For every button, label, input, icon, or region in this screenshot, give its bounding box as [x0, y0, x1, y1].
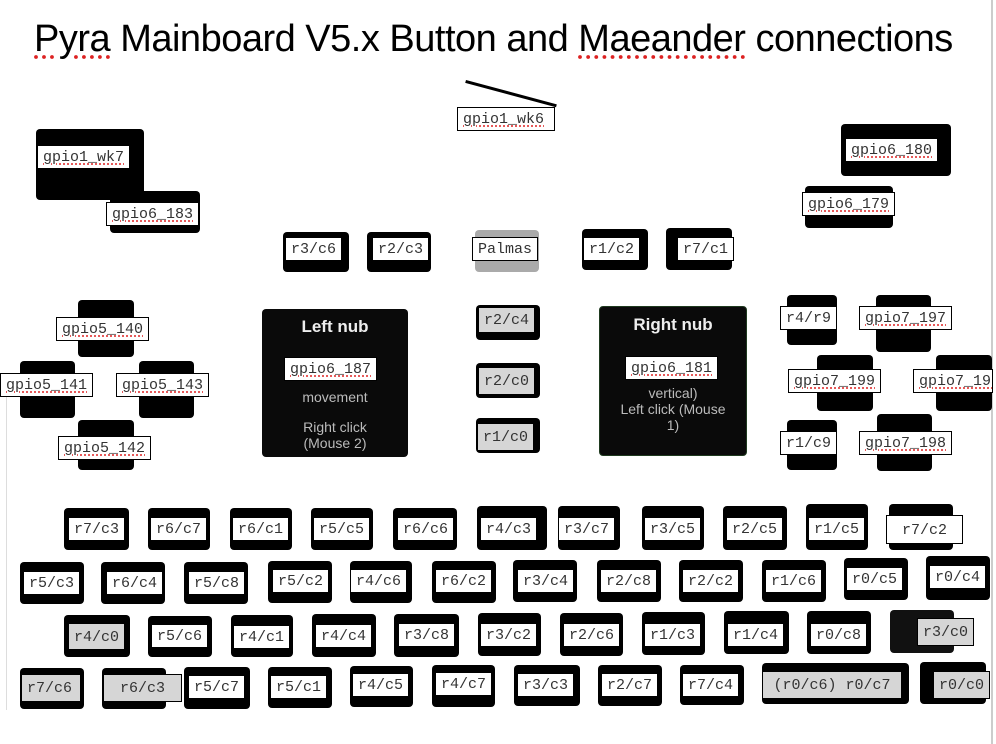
- kb-key-label: r1/c5: [808, 517, 866, 541]
- kb-key-label: r1/c3: [644, 623, 702, 647]
- dpad-left-label: gpio5_141: [0, 373, 94, 397]
- kb-key-label: r4/c6: [350, 569, 408, 593]
- left-nub-movement: movement: [302, 389, 368, 405]
- kb-key-label: r0/c5: [846, 567, 904, 591]
- kb-key-label: r5/c7: [188, 675, 246, 699]
- left-nub-mouse: (Mouse 2): [303, 435, 367, 451]
- kb-key-label: r2/c7: [601, 673, 659, 697]
- b-gpio-label: gpio7_196: [913, 369, 993, 393]
- face-key-label: r1/c9: [780, 431, 838, 455]
- title-middle: Mainboard V5.x Button and: [110, 18, 579, 60]
- kb-key-label: r3/c0: [917, 618, 975, 646]
- center-key-label: r1/c0: [477, 423, 535, 451]
- kb-key-label: r3/c7: [558, 517, 616, 541]
- dpad-right-label: gpio5_143: [116, 373, 210, 397]
- kb-key-label: r6/c3: [103, 674, 182, 702]
- page-title: Pyra Mainboard V5.x Button and Maeander …: [34, 18, 953, 61]
- kb-key-label: r2/c8: [600, 569, 658, 593]
- kb-key-label: r2/c2: [682, 569, 740, 593]
- kb-key-label: r2/c6: [563, 623, 621, 647]
- center-key-label: r2/c0: [478, 367, 536, 395]
- power-gpio-label: gpio1_wk6: [457, 107, 555, 131]
- left-nub-title: Left nub: [301, 317, 369, 336]
- kb-key-label: r6/c2: [435, 569, 493, 593]
- title-suffix: connections: [745, 18, 953, 60]
- kb-key-label: r7/c6: [21, 674, 81, 702]
- kb-key-label: r4/c5: [352, 673, 410, 697]
- kb-key-label: r6/c1: [232, 517, 290, 541]
- kb-key-label: r3/c2: [480, 623, 538, 647]
- power-connector-line: [465, 80, 557, 108]
- dpad-down-label: gpio5_142: [58, 436, 152, 460]
- r-shift-gpio-label: gpio6_180: [845, 138, 939, 162]
- kb-key-label: r1/c6: [765, 569, 823, 593]
- right-nub: Right nub vertical) Left click (Mouse 1): [599, 306, 747, 456]
- kb-key-label: r5/c8: [188, 571, 246, 595]
- kb-key-label: r3/c8: [398, 623, 456, 647]
- kb-key-label: r7/c3: [68, 517, 126, 541]
- kb-key-label: r0/c4: [929, 565, 987, 589]
- dpad-up-label: gpio5_140: [56, 317, 150, 341]
- center-key-label: r2/c4: [478, 307, 536, 333]
- kb-key-label: r7/c2: [886, 515, 963, 544]
- kb-key-label: r1/c4: [727, 623, 785, 647]
- kb-key-label: r4/c7: [435, 672, 493, 696]
- kb-key-label: r3/c4: [517, 569, 575, 593]
- right-nub-vertical: vertical): [648, 385, 698, 401]
- kb-key-label: (r0/c6) r0/c7: [762, 671, 902, 699]
- kb-key-label: r7/c4: [682, 673, 740, 697]
- left-nub: Left nub movement Right click (Mouse 2): [262, 309, 408, 457]
- right-nub-mouse: 1): [666, 417, 680, 433]
- kb-key-label: r3/c5: [644, 517, 702, 541]
- right-nub-gpio-label: gpio6_181: [625, 356, 719, 380]
- kb-key-label: r2/c5: [726, 517, 784, 541]
- kb-key-label: r4/c3: [480, 517, 538, 541]
- kb-key-label: r5/c3: [23, 571, 81, 595]
- kb-key-label: r5/c5: [313, 517, 371, 541]
- left-nub-gpio-label: gpio6_187: [284, 357, 378, 381]
- kb-key-label: r5/c2: [272, 569, 330, 593]
- kb-key-label: r6/c7: [150, 517, 208, 541]
- a-gpio-label: gpio7_198: [859, 431, 953, 455]
- kb-key-label: r0/c0: [933, 671, 991, 699]
- page-border-left: [6, 395, 7, 710]
- kb-key-label: r4/c1: [233, 625, 291, 649]
- top-key-label: r1/c2: [583, 237, 641, 261]
- kb-key-label: r5/c6: [151, 624, 209, 648]
- kb-key-label: r0/c8: [810, 623, 868, 647]
- title-pyra: Pyra: [34, 18, 111, 60]
- face-key-label: r4/r9: [780, 306, 838, 330]
- palmas-label: Palmas: [472, 237, 539, 261]
- kb-key-label: r4/c4: [315, 624, 373, 648]
- top-key-label: r3/c6: [285, 237, 343, 261]
- x-gpio-label: gpio7_199: [788, 369, 882, 393]
- kb-key-label: r6/c4: [106, 571, 164, 595]
- top-key-label: r7/c1: [677, 237, 735, 261]
- r2-gpio-label: gpio6_179: [802, 192, 896, 216]
- right-nub-title: Right nub: [633, 315, 713, 334]
- right-nub-click: Left click (Mouse: [620, 401, 726, 417]
- title-maeander: Maeander: [578, 18, 746, 60]
- kb-key-label: r3/c3: [517, 673, 575, 697]
- l-shift-gpio-label: gpio1_wk7: [37, 145, 131, 169]
- y-gpio-label: gpio7_197: [859, 306, 953, 330]
- kb-key-label: r6/c6: [397, 517, 455, 541]
- kb-key-label: r5/c1: [270, 675, 328, 699]
- top-key-label: r2/c3: [372, 237, 430, 261]
- kb-key-label: r4/c0: [68, 623, 126, 650]
- left-nub-click: Right click: [303, 419, 367, 435]
- l2-gpio-label: gpio6_183: [106, 202, 200, 226]
